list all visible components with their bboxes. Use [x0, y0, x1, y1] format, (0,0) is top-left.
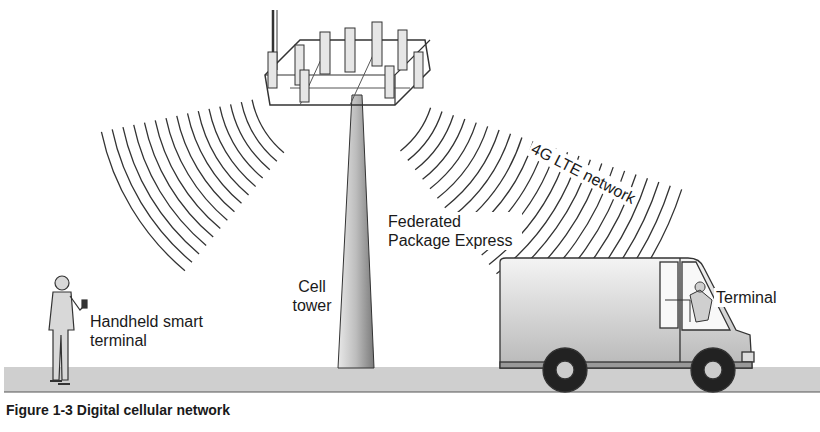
- wave-arc: [177, 116, 235, 212]
- vehicle-label: Federated Package Express: [386, 212, 522, 250]
- figure-caption: Figure 1-3 Digital cellular network: [6, 402, 230, 418]
- wave-arc: [144, 123, 213, 237]
- wave-arc: [231, 104, 270, 169]
- wave-arc: [408, 112, 442, 161]
- cell-tower: [265, 10, 430, 368]
- wave-arc: [220, 107, 263, 178]
- wave-arc: [101, 132, 185, 271]
- delivery-van: [500, 258, 754, 392]
- wave-arc: [415, 115, 453, 170]
- person-with-handheld: [49, 276, 87, 384]
- wave-arc: [252, 100, 284, 153]
- wave-arc: [198, 111, 248, 195]
- terminal-label: Handheld smart terminal: [88, 312, 220, 350]
- tower-label: Cell tower: [286, 277, 338, 315]
- wave-arc: [437, 126, 487, 198]
- ground-edge: [4, 392, 820, 393]
- wave-arc: [430, 123, 476, 189]
- wave-arc: [241, 102, 277, 161]
- wave-arc: [188, 113, 242, 203]
- wave-arc: [209, 109, 256, 187]
- terminal-label: Terminal: [714, 288, 778, 307]
- wave-arc: [452, 134, 510, 217]
- wave-arc: [423, 119, 465, 179]
- wave-arc: [400, 108, 430, 151]
